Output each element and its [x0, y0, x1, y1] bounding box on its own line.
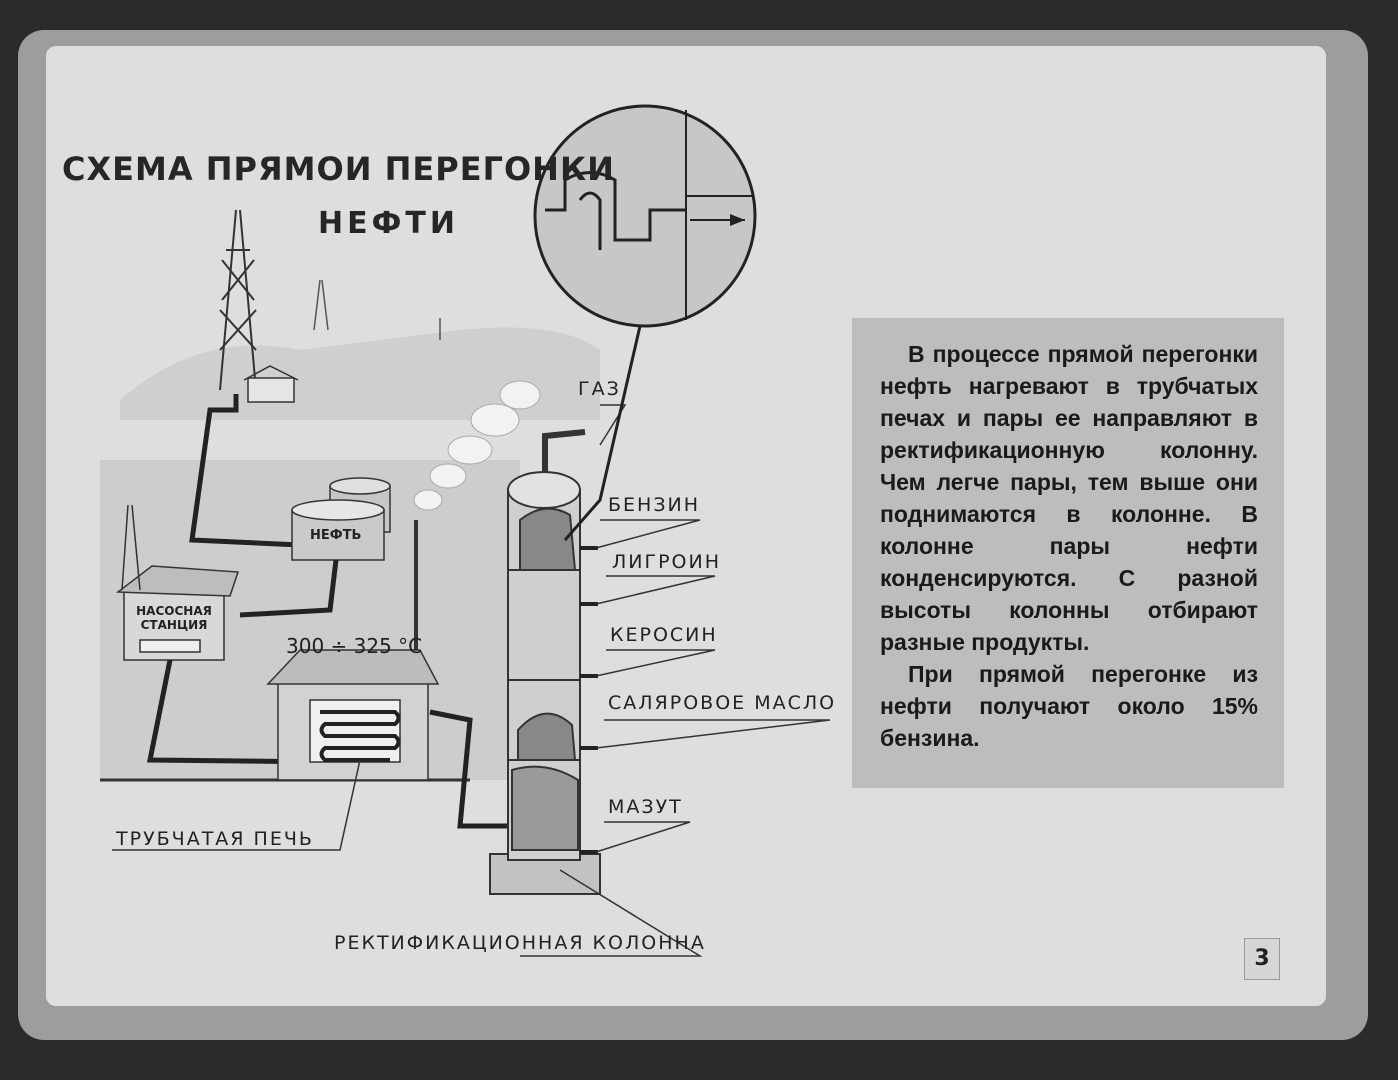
oil-derrick	[219, 209, 257, 391]
label-ligroin: ЛИГРОИН	[612, 551, 721, 573]
label-gasoline: БЕНЗИН	[608, 494, 701, 516]
hills	[120, 327, 600, 420]
pipeline-tank-station	[239, 559, 339, 618]
label-solar-oil: САЛЯРОВОЕ МАСЛО	[608, 692, 837, 714]
derrick-house	[247, 377, 295, 403]
label-fuel-oil: МАЗУТ	[608, 796, 683, 818]
label-temperature: 300 ÷ 325 °С	[286, 634, 423, 658]
description-paragraph-1: В процессе прямой перегонки нефть нагрев…	[880, 341, 1258, 655]
title-line2: НЕФТИ	[318, 206, 459, 241]
pipeline-station-furnace	[146, 659, 331, 765]
smoke	[413, 380, 541, 511]
label-column: РЕКТИФИКАЦИОННАЯ КОЛОННА	[334, 932, 706, 954]
distillation-column	[489, 471, 601, 895]
pump-station-building	[115, 504, 240, 661]
label-leaders	[112, 404, 831, 957]
oil-derrick-far	[313, 279, 441, 340]
description-box: В процессе прямой перегонки нефть нагрев…	[852, 318, 1284, 788]
label-tube-furnace: ТРУБЧАТАЯ ПЕЧЬ	[116, 828, 314, 850]
page-number: 3	[1244, 938, 1280, 980]
oil-tanks	[291, 477, 391, 561]
title-line1: СХЕМА ПРЯМОИ ПЕРЕГОНКИ	[62, 150, 615, 188]
magnifier-detail	[533, 104, 757, 541]
label-pump-station: НАСОСНАЯ СТАНЦИЯ	[132, 604, 216, 632]
column-outlets	[580, 546, 598, 854]
label-pump-station-line2: СТАНЦИЯ	[140, 618, 208, 632]
label-gas: ГАЗ	[578, 378, 621, 400]
gas-outlet	[542, 429, 586, 472]
label-pump-station-line1: НАСОСНАЯ	[136, 604, 212, 618]
label-tank: НЕФТЬ	[310, 528, 362, 543]
tube-furnace	[266, 520, 440, 781]
label-kerosene: КЕРОСИН	[610, 624, 718, 646]
pipeline-furnace-column	[429, 709, 520, 829]
pipeline-derrick-tank	[189, 394, 301, 548]
description-paragraph-2: При прямой перегонке из нефти получают о…	[880, 661, 1258, 751]
